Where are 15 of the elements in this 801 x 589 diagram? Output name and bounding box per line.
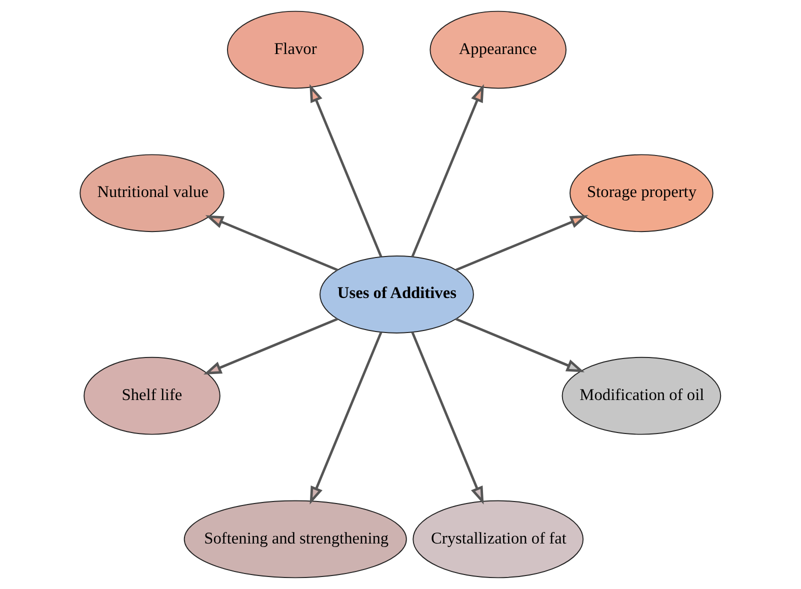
arrow <box>205 215 338 272</box>
node-ellipse: Flavor <box>226 10 364 89</box>
node-ellipse: Softening and strengthening <box>184 500 407 578</box>
arrow <box>411 332 484 504</box>
arrow <box>310 84 382 258</box>
arrow <box>456 215 588 272</box>
arrow <box>456 318 584 372</box>
node-ellipse: Uses of Additives <box>320 256 474 334</box>
arrow <box>204 318 338 375</box>
node-ellipse: Crystallization of fat <box>412 500 584 578</box>
node-ellipse: Modification of oil <box>562 356 722 435</box>
node-ellipse: Shelf life <box>84 356 220 435</box>
node-ellipse: Appearance <box>430 10 566 89</box>
arrow <box>411 84 484 258</box>
arrow <box>310 332 382 504</box>
